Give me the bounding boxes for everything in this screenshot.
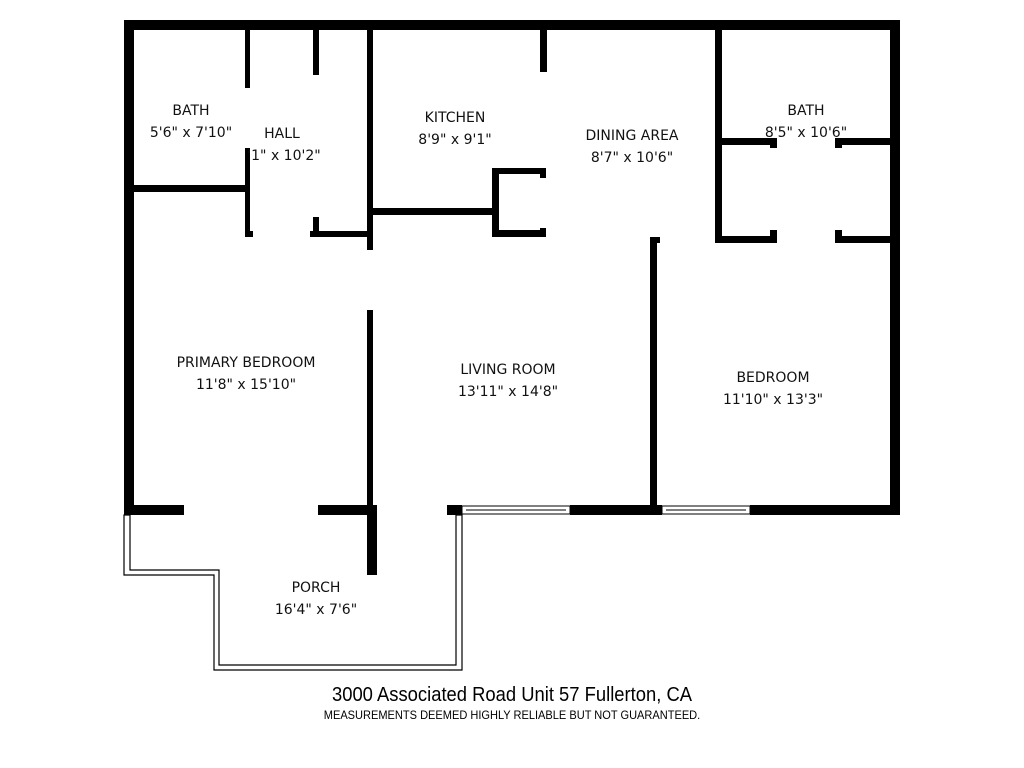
room-name: BATH xyxy=(787,103,824,119)
room-size: 5'6" x 7'10" xyxy=(150,125,232,141)
room-name: KITCHEN xyxy=(425,110,486,126)
room-name: LIVING ROOM xyxy=(460,362,555,378)
room-name: PRIMARY BEDROOM xyxy=(177,355,316,371)
disclaimer: MEASUREMENTS DEEMED HIGHLY RELIABLE BUT … xyxy=(323,708,701,722)
room-size: 11'10" x 13'3" xyxy=(723,392,823,408)
room-name: BEDROOM xyxy=(736,370,809,386)
room-size: '1" x 10'2" xyxy=(247,148,320,164)
room-size: 8'5" x 10'6" xyxy=(765,125,847,141)
room-name: PORCH xyxy=(292,580,341,596)
room-size: 8'9" x 9'1" xyxy=(418,132,491,148)
walls xyxy=(124,20,900,575)
room-name: BATH xyxy=(172,103,209,119)
room-name: HALL xyxy=(264,126,300,142)
room-size: 16'4" x 7'6" xyxy=(275,602,357,618)
windows xyxy=(461,505,751,515)
room-labels: BATH 5'6" x 7'10" HALL '1" x 10'2" KITCH… xyxy=(150,103,847,618)
room-size: 11'8" x 15'10" xyxy=(196,377,296,393)
room-size: 8'7" x 10'6" xyxy=(591,150,673,166)
room-size: 13'11" x 14'8" xyxy=(458,384,558,400)
property-address: 3000 Associated Road Unit 57 Fullerton, … xyxy=(331,684,693,706)
room-name: DINING AREA xyxy=(585,128,678,144)
